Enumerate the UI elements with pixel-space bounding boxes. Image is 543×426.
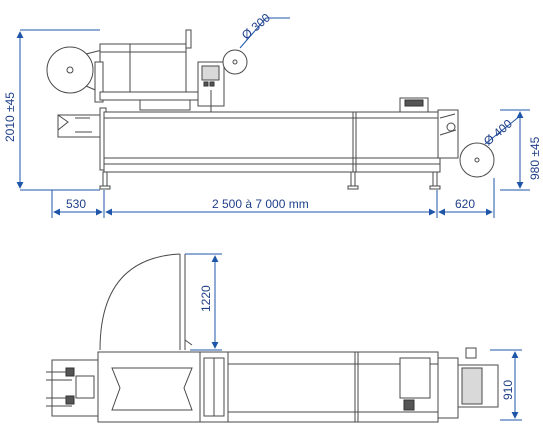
top-view-dimensions: 1220 910: [185, 253, 522, 421]
control-panel: [197, 61, 225, 112]
bottom-film-roll: [459, 142, 495, 178]
main-frame: [99, 97, 441, 190]
left-dim-label: 530: [66, 197, 86, 211]
top-view-machine: [46, 253, 499, 423]
outfeed-height-dim-label: 980 ±45: [528, 136, 542, 180]
right-dim-label: 620: [455, 197, 475, 211]
forming-station: [97, 351, 201, 423]
bottom-roll-dim-label: Ø 400: [481, 116, 515, 148]
infeed-section: [57, 107, 107, 171]
length-dim-label: 2 500 à 7 000 mm: [212, 197, 309, 211]
top-film-roll-left: [46, 46, 103, 94]
sealing-station: [94, 29, 199, 111]
hood-dim-label: 1220: [199, 285, 213, 312]
sealing-area: [199, 351, 229, 423]
width-dim-label: 910: [501, 380, 515, 400]
top-view-conveyor: [227, 351, 439, 423]
top-film-roll-right: [222, 49, 248, 75]
top-view-outfeed: [437, 347, 499, 419]
height-dim-label: 2010 ±45: [3, 92, 17, 142]
infeed-gripper: [46, 359, 99, 417]
outfeed-section: [437, 109, 459, 159]
side-view-machine: [46, 29, 495, 190]
hood-swing-arc: [99, 253, 181, 351]
top-roll-dim-label: Ø 300: [239, 10, 273, 42]
